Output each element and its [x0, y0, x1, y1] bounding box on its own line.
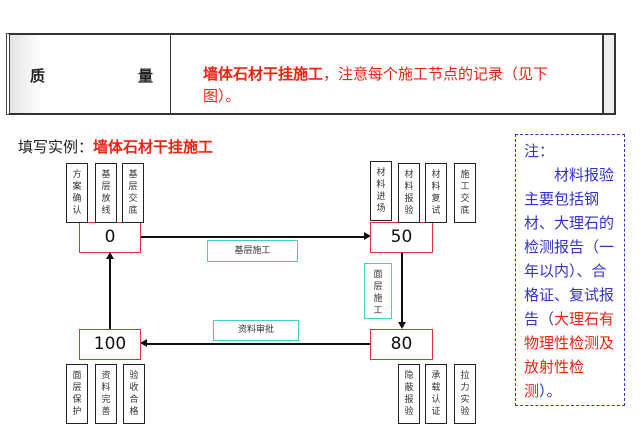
note-text-end: ）。 [539, 382, 562, 400]
step-box: 验收合格 [123, 364, 145, 424]
table-edge [602, 35, 614, 113]
node-50: 50 [370, 222, 433, 253]
step-box: 施工交底 [454, 163, 476, 223]
note-text-highlight: 大理石有物理性检测及放射性检测 [524, 310, 615, 400]
node-80: 80 [370, 329, 433, 360]
node-0: 0 [79, 222, 141, 253]
step-box: 材料复试 [425, 163, 447, 223]
step-box: 拉力实验 [454, 364, 476, 424]
step-box: 承载认证 [425, 364, 447, 424]
note-box: 注： 材料报验主要包括钢材、大理石的检测报告（一年以内）、合格证、复试报告（大理… [515, 134, 625, 406]
step-box: 基层放线 [95, 163, 117, 223]
example-title: 墙体石材干挂施工 [93, 138, 214, 156]
content-rest: ，注意每个施工节点的记录（见下图）。 [203, 65, 549, 105]
label-right: 量 [138, 67, 154, 85]
note-body: 材料报验主要包括钢材、大理石的检测报告（一年以内）、合格证、复试报告（大理石有物… [524, 163, 616, 403]
arrowhead-icon [398, 322, 406, 329]
step-box: 资料完善 [95, 364, 117, 424]
edge-label-surface: 面层施工 [364, 263, 392, 319]
step-box: 方案确认 [66, 163, 88, 223]
arrow-0-50 [140, 236, 366, 238]
step-box: 面层保护 [66, 364, 88, 424]
note-text: 材料报验主要包括钢材、大理石的检测报告（一年以内）、合格证、复试报告（ [524, 166, 615, 328]
quality-content: 墙体石材干挂施工，注意每个施工节点的记录（见下图）。 [203, 63, 583, 107]
edge-label-base: 基层施工 [207, 240, 298, 262]
step-box: 材料进场 [370, 161, 392, 221]
note-title: 注： [524, 142, 555, 160]
quality-label-cell: 质 量 [10, 35, 171, 113]
example-label: 填写实例： [18, 138, 94, 156]
arrowhead-icon [364, 232, 371, 240]
step-box: 隐蔽报验 [398, 364, 420, 424]
step-box: 材料报验 [398, 163, 420, 223]
arrowhead-icon [106, 252, 114, 259]
arrow-100-0 [109, 259, 111, 329]
arrow-50-80 [401, 252, 403, 324]
step-box: 基层交底 [122, 163, 144, 223]
arrow-80-100 [146, 343, 370, 345]
edge-label-docs: 资料审批 [213, 320, 299, 341]
example-heading: 填写实例：墙体石材干挂施工 [18, 136, 213, 157]
label-left: 质 [30, 67, 46, 85]
arrowhead-icon [140, 339, 147, 347]
quality-table: 质 量 墙体石材干挂施工，注意每个施工节点的记录（见下图）。 [6, 33, 616, 115]
node-100: 100 [79, 329, 141, 360]
content-bold: 墙体石材干挂施工 [203, 65, 324, 83]
